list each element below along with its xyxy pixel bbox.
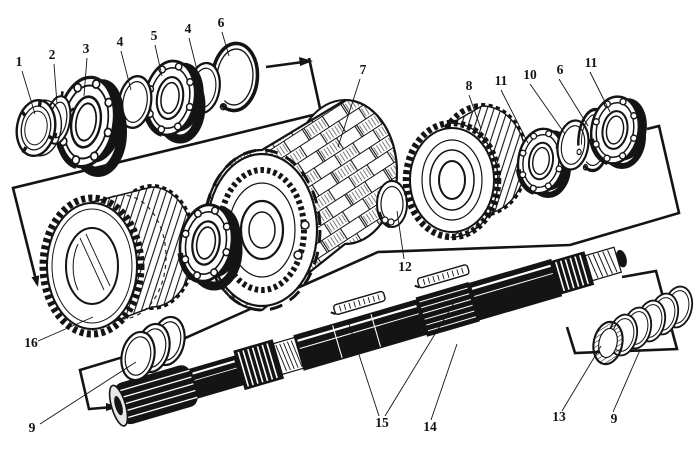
callout-4b: 4 (185, 21, 192, 36)
leader-line (347, 320, 380, 417)
callout-3: 3 (83, 41, 90, 56)
leader-line (612, 349, 641, 413)
leader-line (221, 31, 230, 57)
part-key-15b (414, 264, 470, 289)
callout-11b: 11 (585, 55, 598, 70)
callout-8: 8 (466, 78, 473, 93)
flow-box-rings (565, 269, 679, 355)
part-seal-ring-13 (592, 320, 624, 366)
leader-line (188, 37, 198, 71)
drum-face-hole (300, 220, 310, 230)
leader-line (500, 89, 529, 144)
callout-12: 12 (398, 259, 412, 274)
leader-line (430, 343, 458, 421)
callout-10: 10 (523, 67, 537, 82)
leader-line (529, 83, 566, 135)
callout-2: 2 (49, 47, 56, 62)
flow-line-upper (11, 57, 323, 285)
part-bearing-ring-12 (376, 180, 408, 229)
leader-line (468, 94, 482, 130)
leader-line (384, 297, 458, 417)
arrowhead-down-icon (31, 275, 40, 287)
callout-6b: 6 (557, 62, 564, 77)
part-seal-rings-13-9 (592, 282, 695, 366)
callout-labels: 1 2 3 4 5 4 6 7 8 11 10 6 11 12 16 9 15 … (16, 15, 618, 435)
callout-14: 14 (423, 419, 437, 434)
callout-15: 15 (375, 415, 389, 430)
leader-line (120, 50, 132, 91)
leader-line (589, 71, 611, 113)
arrowhead-right-icon (299, 57, 313, 66)
callout-11a: 11 (495, 73, 508, 88)
callout-9b: 9 (611, 411, 618, 426)
drum-face-hole (293, 250, 303, 260)
callout-5: 5 (151, 28, 158, 43)
leader-line (39, 361, 137, 425)
callout-16: 16 (24, 335, 38, 350)
part-shaft-14 (108, 246, 627, 427)
leader-line (53, 63, 58, 105)
part-gear-16 (39, 184, 197, 338)
part-gear-8 (402, 103, 529, 241)
leader-line (83, 57, 88, 97)
leader-line (396, 210, 405, 260)
leader-line (561, 345, 602, 412)
leader-lines (21, 31, 641, 425)
callout-6a: 6 (218, 15, 225, 30)
leader-line (21, 70, 36, 115)
part-key-15a (330, 290, 386, 316)
callout-7: 7 (360, 62, 367, 77)
callout-1: 1 (16, 54, 23, 69)
callout-4a: 4 (117, 34, 124, 49)
part-clutch-drum-7 (202, 98, 399, 312)
leader-line (37, 316, 94, 342)
leader-line (558, 78, 589, 127)
assembly-flow-lines (11, 57, 681, 411)
callout-9a: 9 (29, 420, 36, 435)
flow-arrow-top (265, 57, 313, 69)
leader-line (337, 78, 361, 148)
flow-line-lower (78, 124, 681, 411)
callout-13: 13 (552, 409, 566, 424)
leader-line (154, 44, 163, 77)
